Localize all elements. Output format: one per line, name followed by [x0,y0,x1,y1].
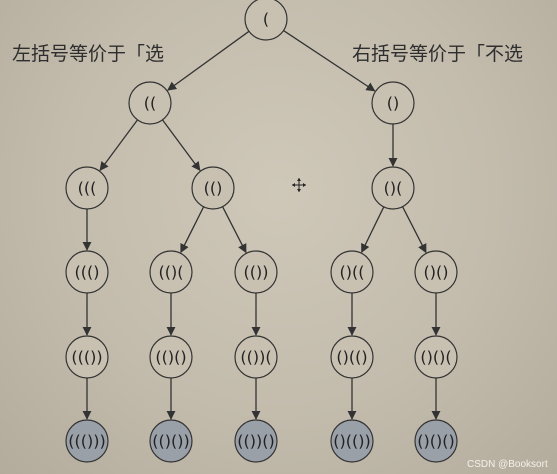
node-circle [414,335,458,379]
tree-node: (()() [149,335,193,379]
node-label: (( [144,94,156,113]
edge-arrow [283,30,376,92]
tree-node: ()(( [330,250,374,294]
node-label: () [387,94,399,113]
node-label: ( [263,10,269,29]
tree-node: (())( [234,335,278,379]
tree-node: ((() [65,250,109,294]
leaf-node: ()(()) [330,419,374,463]
node-label: ((()) [71,348,102,367]
tree-node: (()( [149,250,193,294]
edge-arrow [161,119,201,172]
node-circle [330,335,374,379]
tree-node: ()( [371,166,415,210]
node-circle [191,166,235,210]
right-bracket-annotation: 右括号等价于「不选 [352,43,523,65]
nodes-layer: (((()((((()()(((()(()((())()((()()((())(… [65,0,458,463]
node-label: (()() [155,348,186,367]
node-label: (()) [244,263,269,282]
node-label: ((())) [68,432,105,451]
tree-node: (( [128,81,172,125]
leaf-node: ()()() [414,419,458,463]
node-circle [244,0,288,41]
watermark-text: CSDN @Booksort [467,459,548,470]
edge-arrow [221,206,247,254]
tree-node: ( [244,0,288,41]
node-circle [128,81,172,125]
move-crosshair-icon [292,178,306,192]
tree-node: ()(() [330,335,374,379]
node-circle [234,335,278,379]
node-circle [65,335,109,379]
edge-arrow [401,206,427,254]
node-label: ()(() [336,348,367,367]
node-label: ((( [78,179,97,198]
node-label: ()()() [417,432,454,451]
node-circle [330,250,374,294]
node-label: (())() [237,432,274,451]
node-label: ()(()) [333,432,370,451]
edge-arrow [180,206,205,254]
node-label: (()()) [152,432,189,451]
left-bracket-annotation: 左括号等价于「选 [12,43,164,65]
node-label: (()( [159,263,184,282]
leaf-node: (()()) [149,419,193,463]
tree-node: () [371,81,415,125]
node-circle [149,419,193,463]
node-label: (() [204,179,223,198]
edges-layer [82,30,441,420]
tree-node: ()() [414,250,458,294]
node-circle [414,250,458,294]
node-circle [414,419,458,463]
node-circle [149,250,193,294]
tree-node: (()) [234,250,278,294]
node-circle [65,166,109,210]
node-circle [234,250,278,294]
node-circle [371,166,415,210]
node-label: ()() [424,263,449,282]
node-label: ((() [75,263,100,282]
node-label: ()( [384,179,403,198]
node-circle [149,335,193,379]
tree-node: ()()( [414,335,458,379]
edge-arrow [361,206,385,254]
tree-node: ((()) [65,335,109,379]
edge-arrow [167,30,250,91]
node-circle [234,419,278,463]
leaf-node: (())() [234,419,278,463]
tree-node: (() [191,166,235,210]
node-label: ()()( [420,348,451,367]
tree-node: ((( [65,166,109,210]
edge-arrow [99,119,139,172]
leaf-node: ((())) [65,419,109,463]
node-circle [330,419,374,463]
node-circle [371,81,415,125]
node-circle [65,419,109,463]
node-circle [65,250,109,294]
node-label: (())( [240,348,271,367]
node-label: ()(( [340,263,365,282]
